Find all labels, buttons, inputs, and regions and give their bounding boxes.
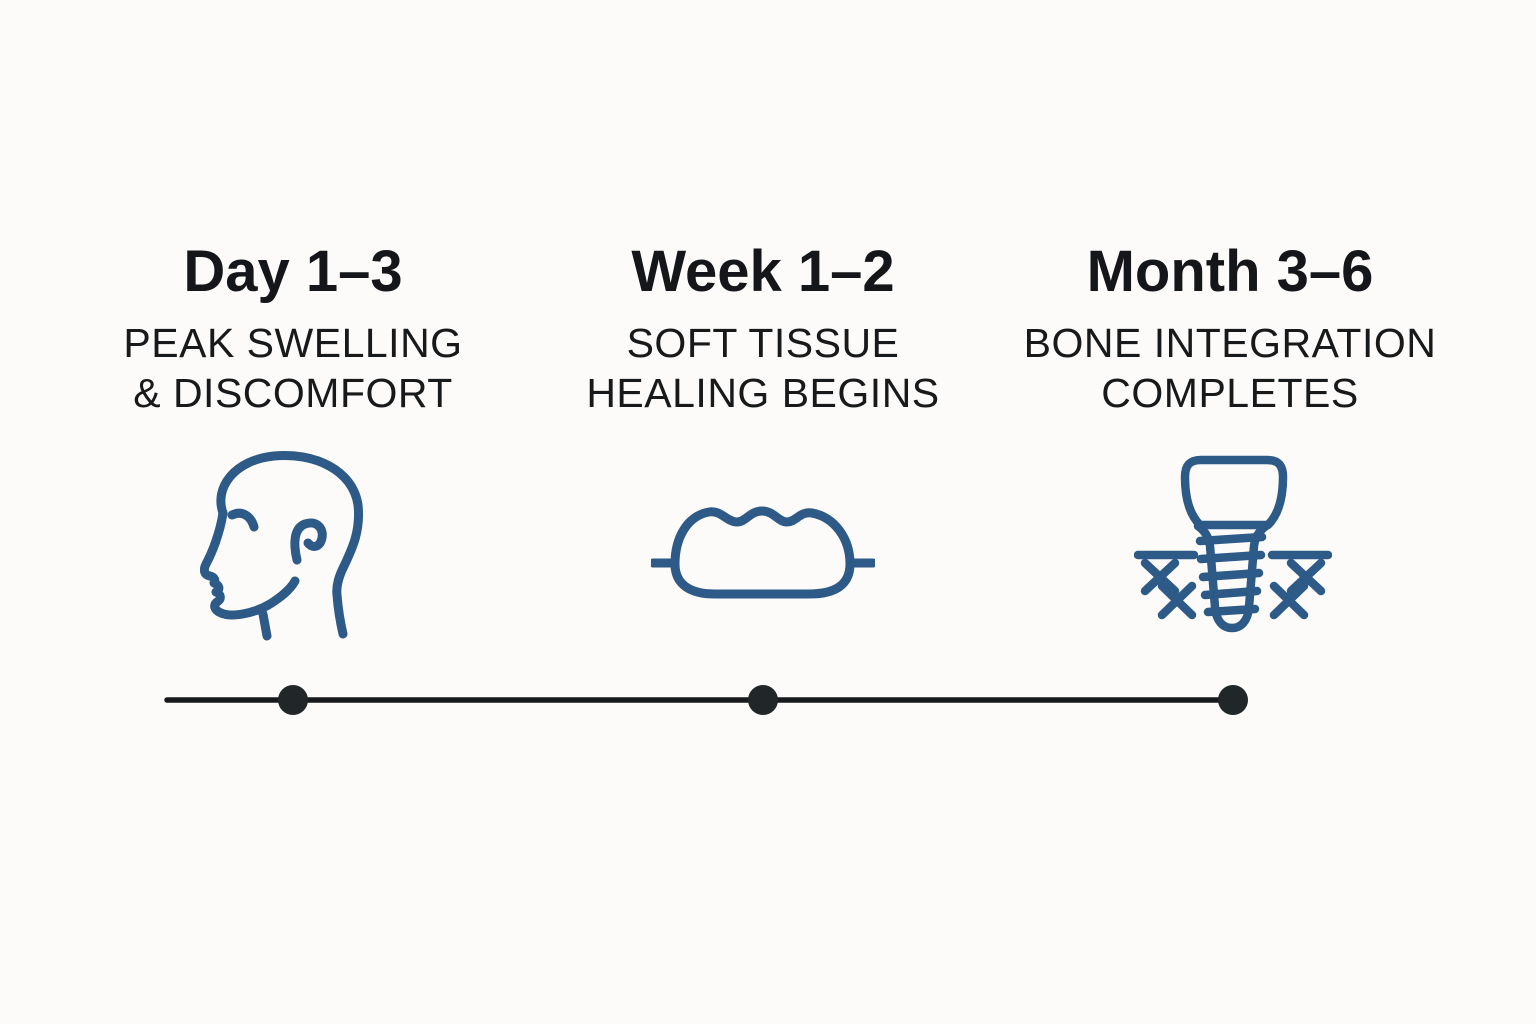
stage-subtitle-line: COMPLETES [1101, 370, 1359, 416]
stage-subtitle-line: & DISCOMFORT [133, 370, 453, 416]
stage-subtitle-line: HEALING BEGINS [586, 370, 940, 416]
stage-subtitle-line: PEAK SWELLING [123, 320, 463, 366]
stage-title: Month 3–6 [1086, 239, 1374, 304]
dental-implant-icon [1134, 455, 1332, 633]
timeline-axis [164, 685, 1248, 715]
timeline-dot-day-1-3 [278, 685, 308, 715]
stage-subtitle: BONE INTEGRATION COMPLETES [990, 318, 1470, 418]
gum-tissue-icon [651, 506, 875, 599]
stage-subtitle: PEAK SWELLING & DISCOMFORT [53, 318, 533, 418]
stage-title: Week 1–2 [631, 239, 895, 304]
stage-week-1-2: Week 1–2 SOFT TISSUE HEALING BEGINS [523, 238, 1003, 418]
stage-subtitle-line: BONE INTEGRATION [1023, 320, 1437, 366]
stage-day-1-3: Day 1–3 PEAK SWELLING & DISCOMFORT [53, 238, 533, 418]
timeline-dot-week-1-2 [748, 685, 778, 715]
stage-title: Day 1–3 [183, 239, 403, 304]
stage-subtitle: SOFT TISSUE HEALING BEGINS [523, 318, 1003, 418]
stage-month-3-6: Month 3–6 BONE INTEGRATION COMPLETES [990, 238, 1470, 418]
head-profile-icon [200, 450, 364, 641]
stage-subtitle-line: SOFT TISSUE [626, 320, 900, 366]
timeline-dot-month-3-6 [1218, 685, 1248, 715]
